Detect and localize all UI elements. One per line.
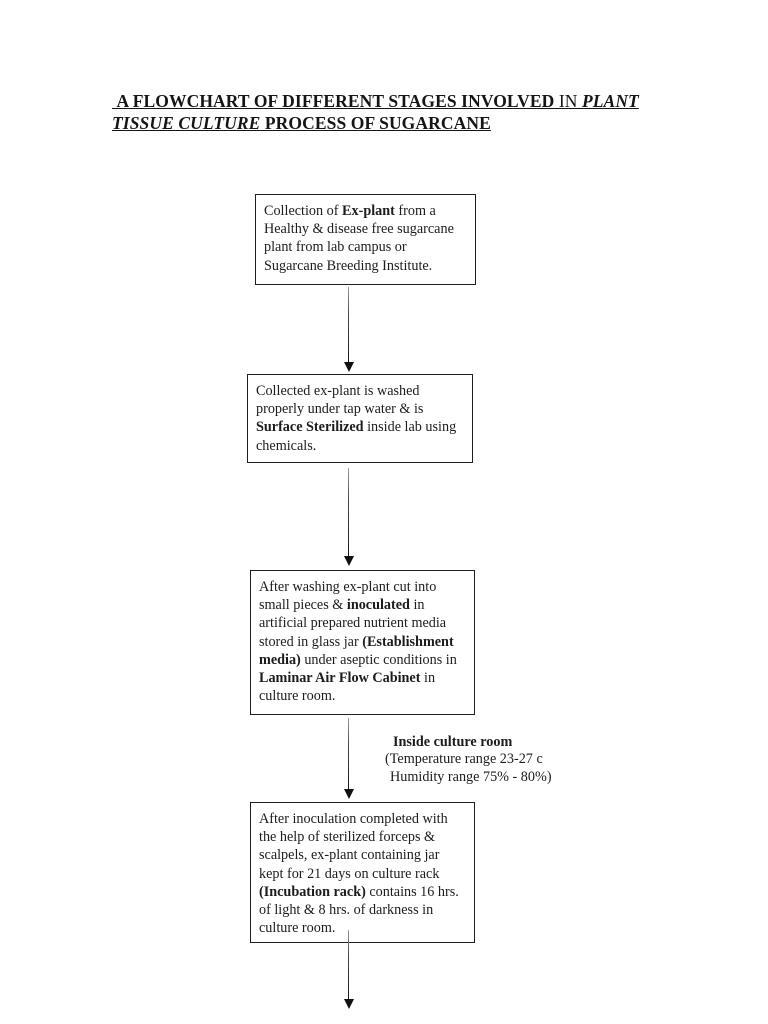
text-segment: inside lab using chemicals.	[256, 419, 457, 454]
text-segment: After inoculation completed with the hel…	[259, 811, 448, 882]
down-arrow-icon	[343, 556, 354, 566]
flow-connector-1	[343, 287, 354, 372]
text-segment: IN	[554, 91, 582, 111]
arrow-line	[347, 468, 350, 556]
text-segment: A FLOWCHART OF DIFFERENT STAGES INVOLVED	[112, 91, 555, 111]
down-arrow-icon	[343, 789, 354, 799]
text-segment: under aseptic conditions in	[300, 651, 457, 668]
text-segment: Surface Sterilized	[256, 419, 364, 436]
text-segment: (Establishment media)	[259, 633, 454, 668]
text-segment: PROCESS OF SUGARCANE	[260, 113, 491, 133]
down-arrow-icon	[343, 362, 354, 372]
flowchart-box-collection: Collection of Ex-plant from a Healthy & …	[255, 194, 476, 285]
flow-connector-2	[343, 468, 354, 566]
text-segment: TISSUE CULTURE	[112, 113, 261, 133]
flow-connector-3	[343, 718, 354, 799]
culture-room-temperature: (Temperature range 23-27 c	[385, 751, 543, 768]
text-segment: Collection of	[264, 203, 343, 219]
down-arrow-icon	[343, 999, 354, 1009]
flow-connector-4	[343, 930, 354, 1009]
arrow-line	[347, 930, 350, 999]
flowchart-box-sterilization: Collected ex-plant is washed properly un…	[247, 374, 473, 463]
text-segment: inoculated	[346, 597, 410, 614]
flowchart-box-inoculation: After washing ex-plant cut into small pi…	[250, 570, 475, 715]
culture-room-note-heading: Inside culture room	[393, 734, 513, 750]
text-segment: contains 16 hrs. of light & 8 hrs. of da…	[259, 883, 459, 937]
text-segment: from a Healthy & disease free sugarcane …	[264, 203, 454, 274]
text-segment: PLANT	[581, 91, 639, 111]
text-segment: Laminar Air Flow Cabinet	[259, 670, 421, 687]
text-segment: Ex-plant	[342, 203, 395, 219]
arrow-line	[347, 718, 350, 789]
text-segment: After washing ex-plant cut into small pi…	[259, 579, 437, 614]
text-segment: (Incubation rack)	[259, 883, 366, 900]
arrow-line	[347, 287, 350, 362]
flowchart-box-incubation: After inoculation completed with the hel…	[250, 802, 475, 944]
culture-room-humidity: Humidity range 75% - 80%)	[390, 768, 552, 785]
text-segment: in artificial prepared nutrient media st…	[259, 597, 447, 650]
text-segment: in culture room.	[259, 670, 436, 705]
text-segment: Collected ex-plant is washed properly un…	[256, 383, 424, 418]
page-title: A FLOWCHART OF DIFFERENT STAGES INVOLVED…	[112, 90, 752, 134]
culture-room-note: Inside culture room (Temperature range 2…	[385, 734, 585, 786]
